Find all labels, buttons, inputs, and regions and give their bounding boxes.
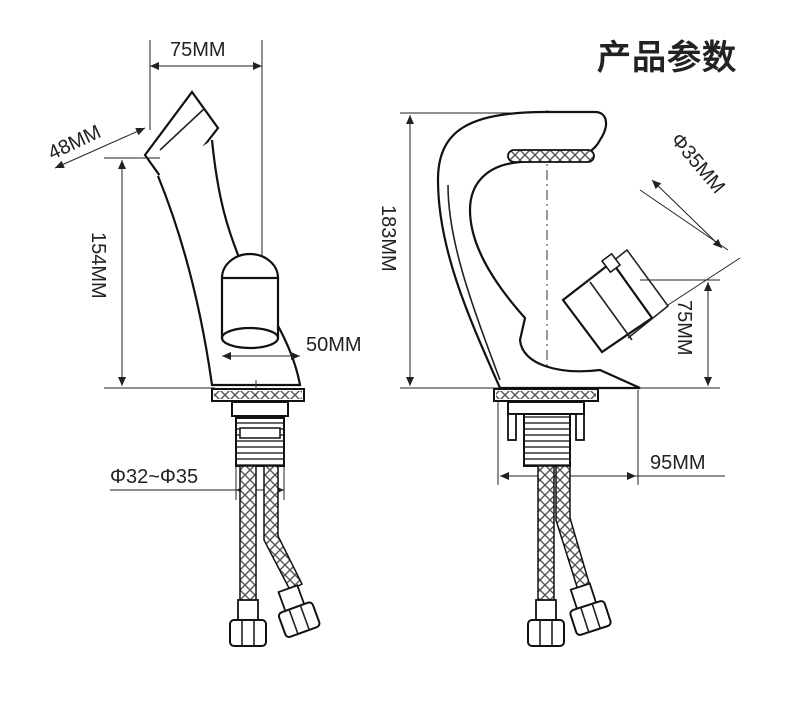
base-plate-pattern [496, 391, 596, 399]
body-contour [447, 184, 501, 381]
handle-diameter-dimension-line [651, 179, 723, 249]
braided-hose [537, 465, 555, 607]
base-label: 50MM [306, 334, 362, 356]
braided-hose [239, 465, 257, 607]
base-plate-pattern [214, 391, 302, 399]
mounting-bolt [507, 413, 517, 441]
aerator [507, 149, 595, 163]
pipe-label: Φ32~Φ35 [110, 466, 198, 488]
height-label: 154MM [87, 232, 109, 299]
mounting-washer [231, 401, 289, 417]
spout-dimension-line [54, 127, 146, 169]
braided-hose [555, 465, 591, 591]
handle-base [220, 326, 280, 350]
mounting-bracket [507, 401, 585, 415]
handle-diameter-label: Φ35MM [666, 129, 729, 198]
handle-cap [600, 252, 622, 274]
braided-hose [263, 465, 304, 592]
mounting-bolt [575, 413, 585, 441]
width-label: 75MM [170, 39, 226, 61]
lock-nut [239, 427, 281, 439]
hose-fitting [535, 599, 557, 621]
right-view: 183MM Φ35MM 75MM [377, 110, 741, 647]
spout-detail [159, 107, 206, 151]
hex-nut [229, 619, 267, 647]
depth-label: 95MM [650, 452, 706, 474]
threaded-shank [235, 417, 285, 467]
handle-outline [582, 248, 670, 339]
height-label: 183MM [377, 205, 399, 272]
hex-nut [527, 619, 565, 647]
page-title: 产品参数 [597, 38, 737, 78]
side-handle [561, 248, 670, 354]
left-view: 75MM 48MM 154MM 50MM [45, 39, 362, 647]
spout-label: 48MM [45, 121, 105, 164]
handle-ring [589, 281, 633, 341]
hex-nut [569, 600, 612, 636]
threaded-shank [523, 413, 571, 467]
handle-height-label: 75MM [673, 300, 695, 356]
hose-fitting [237, 599, 259, 621]
extension-line [667, 257, 741, 306]
